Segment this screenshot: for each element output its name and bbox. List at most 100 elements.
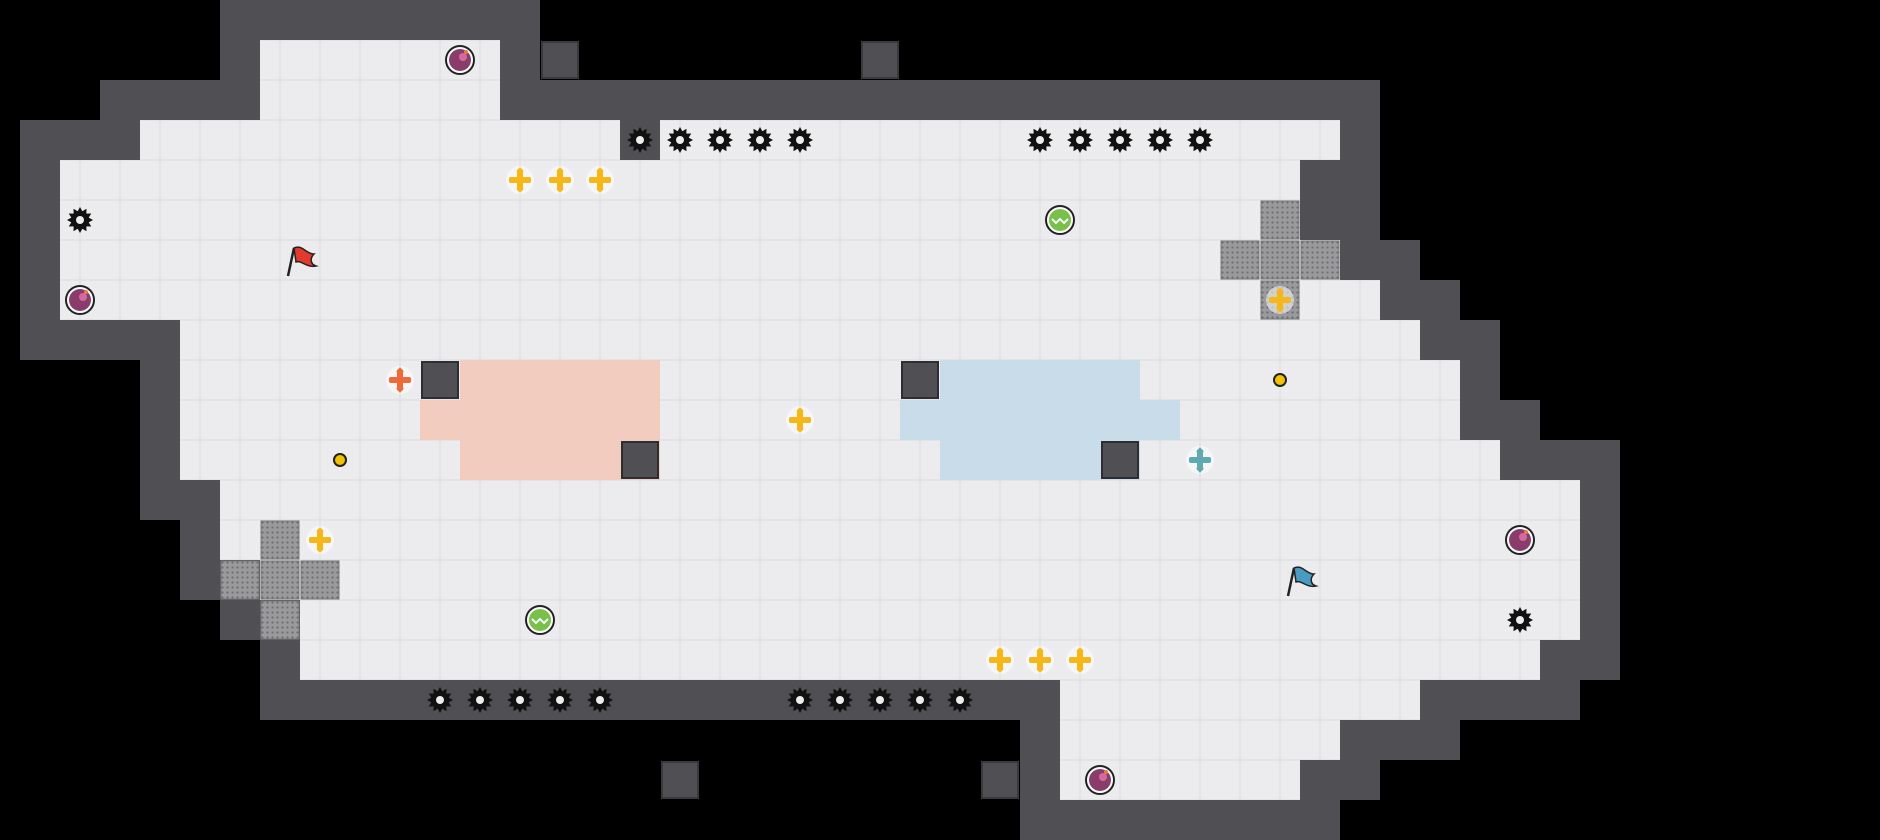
mesh-floor-tile [1260, 200, 1300, 240]
boost-bar-v [797, 409, 803, 431]
spike-icon [1507, 607, 1533, 633]
wall-tile [20, 280, 60, 320]
blue-team-zone [1100, 400, 1140, 440]
wall-tile [1460, 680, 1500, 720]
wall-tile [1380, 240, 1420, 280]
spike-icon [747, 127, 773, 153]
spike-core [1516, 616, 1524, 624]
wall-tile [1460, 320, 1500, 360]
token-icon[interactable] [1273, 373, 1287, 387]
gate-tile[interactable] [621, 441, 659, 479]
spike-icon [547, 687, 573, 713]
gate-tile[interactable] [1101, 441, 1139, 479]
wall-tile [1420, 320, 1460, 360]
spike-icon [587, 687, 613, 713]
wall-tile [1020, 680, 1060, 720]
spike-core [436, 696, 444, 704]
floor-grid [180, 440, 1500, 480]
wall-tile [300, 680, 340, 720]
bomb-icon[interactable] [1085, 765, 1115, 795]
blue-team-zone [1060, 400, 1100, 440]
red-team-zone [580, 360, 620, 400]
wall-tile [1580, 640, 1620, 680]
wall-tile [1300, 800, 1340, 840]
wall-tile [20, 160, 60, 200]
wall-tile [1100, 800, 1140, 840]
wall-tile [140, 360, 180, 400]
bomb-shine [1099, 773, 1107, 781]
red-team-zone [500, 360, 540, 400]
boost-arrow [556, 167, 564, 172]
wall-tile [740, 80, 780, 120]
wall-tile [1180, 80, 1220, 120]
wall-tile [140, 400, 180, 440]
floor-layer [60, 40, 1580, 800]
floor-grid [300, 600, 1580, 640]
boost-bar-v [597, 169, 603, 191]
spike-core [716, 136, 724, 144]
wall-tile [1420, 280, 1460, 320]
spike-icon [1067, 127, 1093, 153]
spike-icon [507, 687, 533, 713]
wall-tile [1300, 200, 1340, 240]
boost-icon[interactable] [1266, 286, 1294, 314]
bomb-shine [79, 293, 87, 301]
bomb-icon[interactable] [445, 45, 475, 75]
wall-tile [1380, 720, 1420, 760]
wall-tile [860, 80, 900, 120]
blue-team-boost-icon[interactable] [1186, 446, 1214, 474]
red-team-boost-icon[interactable] [386, 366, 414, 394]
wall-tile [1580, 480, 1620, 520]
red-flag-icon[interactable] [286, 246, 319, 277]
wall-tile [220, 0, 260, 40]
wall-tile [1060, 800, 1100, 840]
wall-tile [380, 0, 420, 40]
powerup-icon[interactable] [1045, 205, 1075, 235]
bomb-icon[interactable] [65, 285, 95, 315]
boost-bar-v [997, 649, 1003, 671]
red-team-zone [500, 400, 540, 440]
boost-icon[interactable] [506, 166, 534, 194]
boost-icon[interactable] [586, 166, 614, 194]
boost-icon[interactable] [1066, 646, 1094, 674]
mesh-floor-tile [260, 520, 300, 560]
boost-icon[interactable] [306, 526, 334, 554]
mesh-floor-tile [1300, 240, 1340, 280]
token-icon[interactable] [333, 453, 347, 467]
wall-tile [1020, 720, 1060, 760]
gate-tile[interactable] [421, 361, 459, 399]
gate-tile[interactable] [901, 361, 939, 399]
wall-tile [1580, 560, 1620, 600]
floor-grid [60, 240, 1340, 280]
wall-tile [1300, 760, 1340, 800]
bomb-icon[interactable] [1505, 525, 1535, 555]
spike-core [1116, 136, 1124, 144]
wall-tile [1340, 200, 1380, 240]
spike-core [516, 696, 524, 704]
blue-team-zone [1060, 440, 1100, 480]
spike-icon [787, 127, 813, 153]
wall-tile [1340, 720, 1380, 760]
wall-tile [220, 40, 260, 80]
boost-arrow [1196, 447, 1204, 452]
blue-team-zone [1060, 360, 1100, 400]
red-team-zone [500, 440, 540, 480]
wall-tile [1340, 80, 1380, 120]
wall-tile [500, 0, 540, 40]
wall-tile [1220, 80, 1260, 120]
wall-tile [100, 120, 140, 160]
boost-arrow [1036, 647, 1044, 652]
blue-team-zone [1100, 360, 1140, 400]
blue-flag-icon[interactable] [1286, 566, 1319, 597]
boost-bar-v [1037, 649, 1043, 671]
boost-icon[interactable] [1026, 646, 1054, 674]
floor-grid [180, 360, 1460, 400]
boost-icon[interactable] [786, 406, 814, 434]
boost-icon[interactable] [546, 166, 574, 194]
walls-layer [20, 0, 1620, 840]
powerup-icon[interactable] [525, 605, 555, 635]
boost-icon[interactable] [986, 646, 1014, 674]
boost-bar-v [557, 169, 563, 191]
